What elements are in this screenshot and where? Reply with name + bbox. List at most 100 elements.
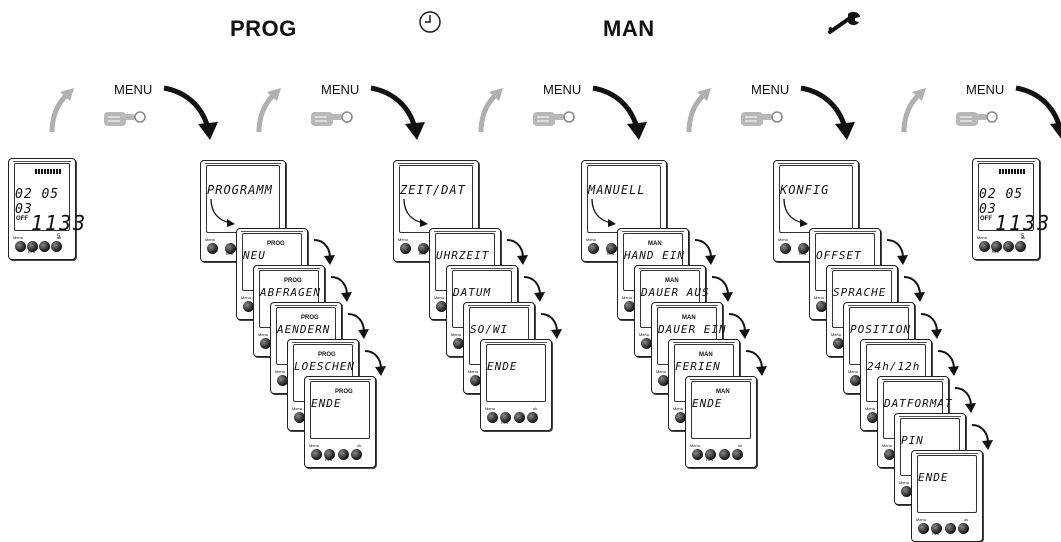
branch-arrow-icon (403, 198, 428, 227)
device-button[interactable] (418, 243, 429, 254)
device-button[interactable] (944, 523, 956, 534)
next-arrow-icon (313, 239, 335, 265)
submenu-label: OFFSET (816, 249, 862, 262)
submenu-label: SO/WI (470, 323, 509, 336)
device-button[interactable] (833, 338, 844, 349)
program-bar (35, 169, 61, 174)
menu-key-label: Menu (899, 480, 910, 485)
submenu-label: DATFORMAT (884, 397, 953, 410)
menu-key-label: Menu (451, 332, 462, 337)
mode-tag: MAN (648, 241, 662, 247)
menu-title: PROGRAMM (207, 183, 273, 197)
next-arrow-icon (903, 276, 925, 302)
device-button[interactable] (207, 243, 218, 254)
device-button[interactable] (39, 241, 50, 252)
device-button[interactable] (692, 449, 703, 460)
device-button[interactable] (470, 375, 481, 386)
device-button[interactable] (513, 412, 525, 423)
device-button[interactable] (400, 243, 411, 254)
pointing-hand-icon (741, 111, 783, 126)
next-arrow-icon (711, 276, 733, 302)
device-button[interactable] (351, 449, 362, 460)
device-button[interactable] (324, 449, 336, 460)
dial-ticks (309, 379, 371, 384)
device-button[interactable] (991, 241, 1002, 252)
device-button[interactable] (500, 412, 512, 423)
device-button[interactable] (277, 375, 288, 386)
menu-key-label: Menu (309, 443, 320, 448)
res-key-label: Res (501, 420, 509, 425)
device-button[interactable] (337, 449, 349, 460)
menu-key-label: Menu (814, 295, 825, 300)
device-button[interactable] (436, 301, 447, 312)
device-button[interactable] (453, 338, 464, 349)
device-button[interactable] (487, 412, 498, 423)
next-arrow-icon (920, 313, 942, 339)
device-button[interactable] (588, 243, 599, 254)
menu-key-label: Menu (778, 237, 789, 242)
device-button[interactable] (51, 241, 62, 252)
device-button[interactable] (641, 338, 652, 349)
device-button[interactable] (311, 449, 322, 460)
next-arrow-icon (886, 239, 908, 265)
device-button[interactable] (225, 243, 236, 254)
device-button[interactable] (15, 241, 26, 252)
submenu-label: ABFRAGEN (260, 286, 321, 299)
dial-ticks (241, 231, 303, 236)
device-button[interactable] (732, 449, 743, 460)
pointing-hand-icon (956, 111, 998, 126)
device-button[interactable] (718, 449, 730, 460)
device-button[interactable] (294, 412, 305, 423)
device-button[interactable] (1003, 241, 1014, 252)
mode-tag: MAN (699, 352, 713, 358)
dial-ticks (451, 268, 513, 273)
dial-ticks (468, 305, 530, 310)
dial-ticks (977, 161, 1035, 166)
dial-ticks (778, 163, 854, 168)
mode-tag: MAN (716, 389, 730, 395)
menu-key-label: Menu (258, 332, 269, 337)
branch-arrow-icon (591, 198, 616, 227)
device-button[interactable] (658, 375, 669, 386)
device-button[interactable] (606, 243, 617, 254)
pointing-hand-icon (104, 111, 146, 126)
device-button[interactable] (780, 243, 791, 254)
menu-label: MENU (321, 82, 360, 97)
device-button[interactable] (27, 241, 38, 252)
device-button[interactable] (850, 375, 861, 386)
submenu-label: LOESCHEN (294, 360, 355, 373)
device-button[interactable] (527, 412, 538, 423)
device-button[interactable] (918, 523, 929, 534)
device-button[interactable] (260, 338, 271, 349)
dial-ticks (622, 231, 684, 236)
device-button[interactable] (705, 449, 717, 460)
device-button[interactable] (624, 301, 635, 312)
mode-tag: PROG (267, 241, 285, 247)
submenu-label: NEU (243, 249, 266, 262)
device-button[interactable] (884, 449, 895, 460)
device-button[interactable] (1015, 241, 1026, 252)
device-button[interactable] (798, 243, 809, 254)
submenu-label: ENDE (487, 360, 518, 373)
device-button[interactable] (901, 486, 912, 497)
device-button[interactable] (979, 241, 990, 252)
lcd-screen (206, 165, 280, 233)
device-button[interactable] (958, 523, 969, 534)
menu-label: MENU (966, 82, 1005, 97)
device-button[interactable] (931, 523, 943, 534)
submenu-label: ENDE (311, 397, 342, 410)
mode-tag: PROG (335, 389, 353, 395)
dial-ticks (848, 305, 910, 310)
device-button[interactable] (816, 301, 827, 312)
dial-ticks (814, 231, 876, 236)
mode-tag: PROG (301, 315, 319, 321)
header-prog: PROG (230, 16, 297, 41)
device-button[interactable] (867, 412, 878, 423)
device-button[interactable] (675, 412, 686, 423)
menu-key-label: Menu (398, 237, 409, 242)
mode-tag: PROG (284, 278, 302, 284)
device-button[interactable] (243, 301, 254, 312)
menu-key-label: Menu (831, 332, 842, 337)
